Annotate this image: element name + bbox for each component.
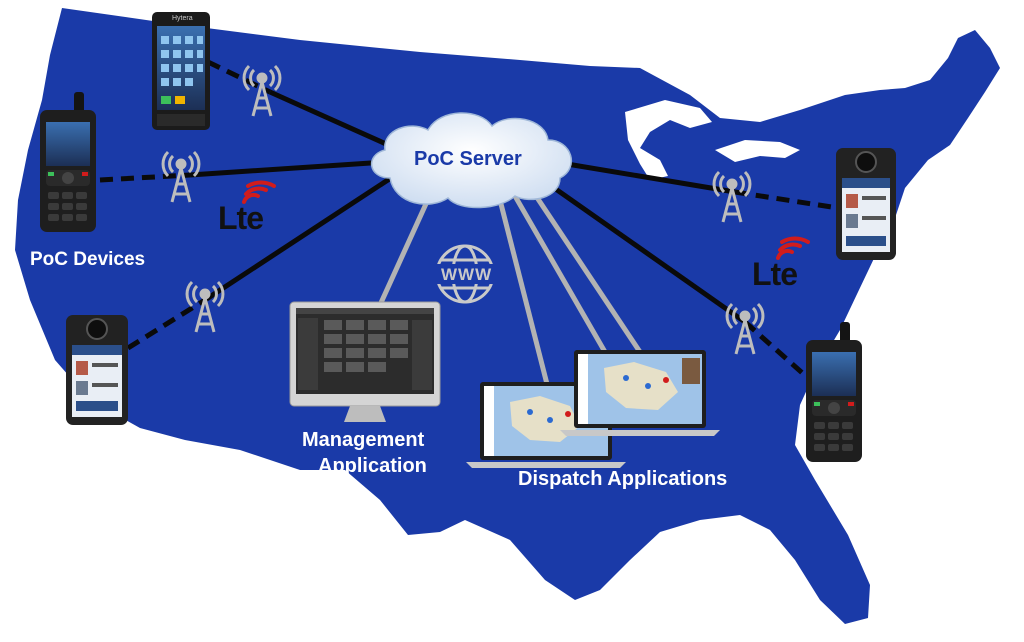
- lte-links: [189, 89, 747, 325]
- great-lakes-east: [715, 140, 800, 162]
- dispatch-label: Dispatch Applications: [518, 468, 728, 490]
- internet-links: [377, 188, 643, 389]
- radio-links: [99, 59, 839, 380]
- radio-tower-icon: [725, 302, 765, 355]
- great-lakes: [625, 100, 712, 180]
- server-label: PoC Server: [414, 148, 522, 170]
- management-label-line1: Management: [302, 429, 425, 451]
- laptop-icon: [466, 382, 626, 468]
- www-label: WWW: [441, 265, 493, 284]
- bodycam-radio-icon: [66, 315, 128, 425]
- globe-icon: [435, 244, 495, 304]
- smartphone-radio-icon: [152, 12, 210, 130]
- device-brand-label: Hytera: [172, 15, 193, 22]
- radio-tower-icon: [161, 150, 201, 203]
- radio-tower-icon: [185, 280, 225, 333]
- lte-label: Lte: [218, 200, 264, 236]
- bodycam-radio-icon: [836, 148, 896, 260]
- lte-label-right: Lte: [752, 256, 798, 292]
- monitor-icon: [289, 301, 441, 422]
- cloud-icon: [370, 112, 572, 209]
- handheld-radio-icon: [806, 322, 862, 462]
- lte-signal-icon: [776, 236, 810, 260]
- radio-tower-icon: [712, 170, 752, 223]
- radio-tower-icon: [242, 64, 282, 117]
- devices-label: PoC Devices: [30, 249, 146, 270]
- management-label-line2: Application: [318, 455, 427, 477]
- usa-map: [15, 8, 1000, 624]
- lte-signal-icon: [242, 180, 276, 204]
- handheld-radio-icon: [40, 92, 96, 232]
- laptop-icon: [560, 350, 720, 436]
